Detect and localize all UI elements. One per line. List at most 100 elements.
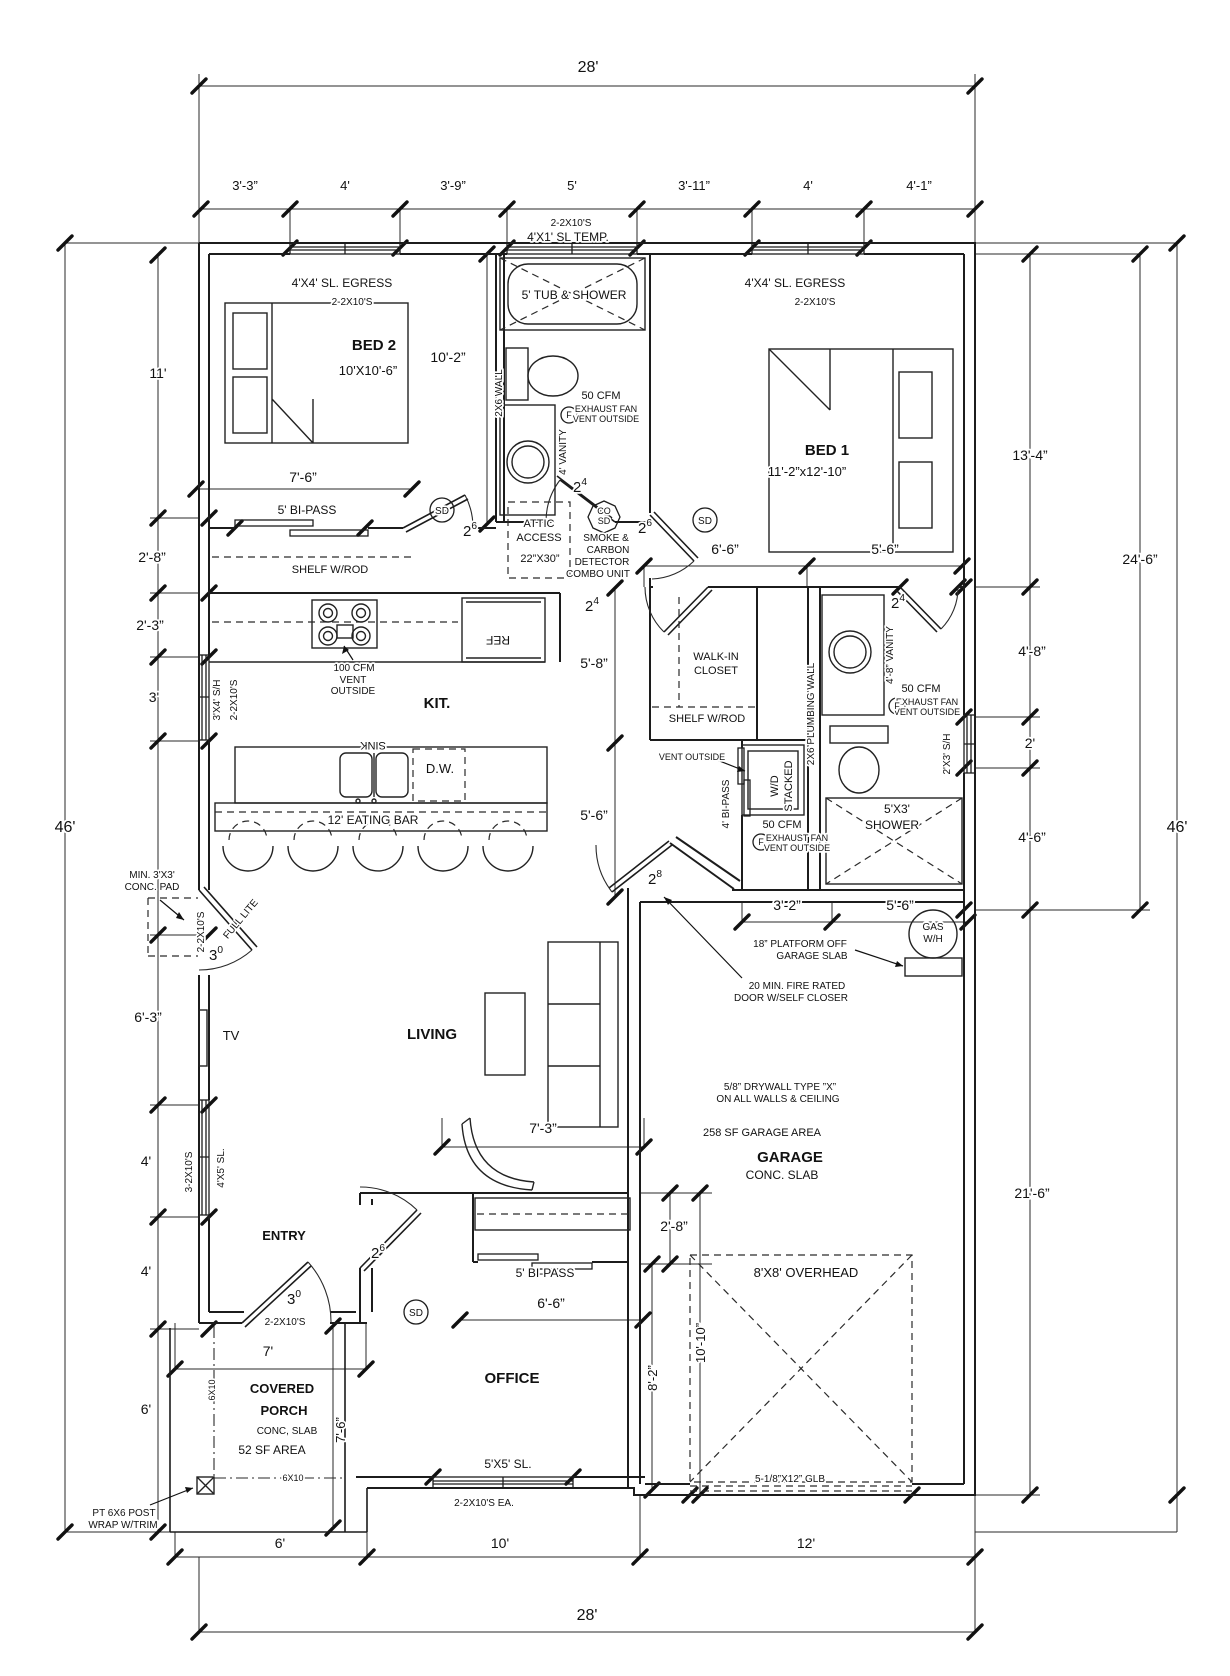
office-window: 5'X5' SL. [484,1457,531,1471]
room-bed2: BED 2 [352,337,396,354]
fan-icon [888,697,906,715]
dim-top-5: 3'-11” [678,178,710,193]
dim-porch-side: 7'-6” [333,1417,348,1443]
toilet2-tank [829,725,889,744]
bed1-bed [768,348,954,553]
cosd-3: SMOKE & [583,533,629,544]
dim-hallv-1: 5'-8” [580,655,608,671]
gas-2: W/H [923,934,942,945]
garage-slab: CONC. SLAB [746,1168,819,1182]
kitchen-dashed [212,556,547,813]
dim-top-4: 5' [567,178,577,193]
bed1-furniture [768,348,954,553]
dimension-lines [64,74,1178,1633]
office-bipass-panel-1 [477,1253,539,1261]
dim-hall-1: 6'-6” [711,541,739,557]
washer-dryer [741,744,805,816]
door-bed1: 26 [638,518,652,537]
fan-icon [752,833,770,851]
room-office: OFFICE [485,1370,540,1387]
bed2-bipass-panel-1 [234,519,314,527]
wd-fan-1: 50 CFM [762,819,801,831]
armchair [461,1117,535,1191]
bath1-fixtures [499,257,646,516]
stove-1: 100 CFM [333,663,374,674]
bath2-vanity: 4'-8” VANITY [885,626,896,684]
beam-2: 6X10 [282,1473,303,1483]
bed2-bipass: 5' BI-PASS [278,503,337,517]
stove-3: OUTSIDE [331,686,376,697]
entry-window-2: 4'X5' SL. [216,1148,227,1187]
sd-hall: SD [435,506,449,517]
vanity1 [499,404,556,516]
eating-bar-counter [214,802,548,832]
entry-window-1: 3-2X10'S [184,1151,195,1192]
kitchen-window [198,654,210,741]
bath1-vanity: 4' VANITY [558,429,569,475]
office-window-hdr: 2-2X10'S EA. [454,1498,514,1509]
cosd-2: SD [598,516,611,526]
sd-bed1: SD [698,516,712,527]
platform-1: 18” PLATFORM OFF [753,939,847,950]
stove-2: VENT [340,675,367,686]
wd-fan-2: EXHAUST FAN [766,833,828,843]
concpad-2: CONC. PAD [125,882,180,893]
dim-bot-1: 6' [275,1535,285,1551]
tub [499,257,646,331]
overhead: 8'X8' OVERHEAD [754,1265,859,1280]
firedoor-2: DOOR W/SELF CLOSER [734,993,848,1004]
dim-garage-1: 3'-2” [773,897,801,913]
dim-right-5: 4'-6” [1018,829,1046,845]
dim-top-7: 4'-1” [906,178,932,193]
smoke-detector-icon [692,507,718,533]
vanity2 [821,594,885,716]
dim-living: 7'-3” [529,1120,557,1136]
dim-right-overall: 46' [1167,819,1188,836]
interior-walls [209,254,964,1488]
dim-top-1: 3'-3” [232,178,258,193]
sink-basin-right [375,752,409,798]
bed2-shelf: SHELF W/ROD [292,564,368,576]
firedoor-1: 20 MIN. FIRE RATED [749,981,846,992]
walkin-1: WALK-IN [693,651,738,663]
room-bed1: BED 1 [805,442,849,459]
vanity1-sink [506,440,550,484]
wd-bipass-panel-2 [743,779,751,817]
bath2-window [963,714,976,774]
office-closet-shelf [474,1197,631,1231]
bed2-window-label: 4'X4' SL. EGRESS [292,276,393,290]
cosd-5: DETECTOR [575,557,630,568]
ref: REF [486,633,510,647]
windows [198,242,976,1489]
attic-1: ATTIC [524,518,555,530]
bath1-fan-3: VENT OUTSIDE [573,414,639,424]
bath2-fan-1: 50 CFM [901,683,940,695]
dim-left-6: 4' [141,1153,151,1169]
coffee-table [484,992,526,1076]
dim-right-3: 4'-8” [1018,643,1046,659]
shower-2: SHOWER [865,818,919,832]
gas-1: GAS [922,922,943,933]
door-bed2: 26 [463,521,477,540]
wd-f: F [758,837,764,847]
bed1-pillow-2 [898,461,933,529]
dw: D.W. [426,761,454,776]
bath-window-label: 4'X1' SL TEMP. [527,230,609,244]
living-furniture [198,941,619,1191]
bath1-fan-2: EXHAUST FAN [575,404,637,414]
toilet1-tank [505,347,529,401]
walkin-dashed [652,597,755,708]
door-bath1: 24 [573,477,587,496]
vanity2-sink [828,630,872,674]
room-kit: KIT. [424,695,451,712]
door-bath2: 24 [891,593,905,612]
wd-bipass: 4' BI-PASS [721,779,732,828]
dim-bot-3: 12' [797,1535,815,1551]
dim-right-4: 2' [1025,735,1035,751]
glb-beam [690,1485,912,1492]
attic-3: 22”X30” [520,553,559,565]
sink-basin-left [339,752,373,798]
bed1-pillow-1 [898,371,933,439]
room-bed1-size: 11'-2”x12'-10” [768,464,846,479]
